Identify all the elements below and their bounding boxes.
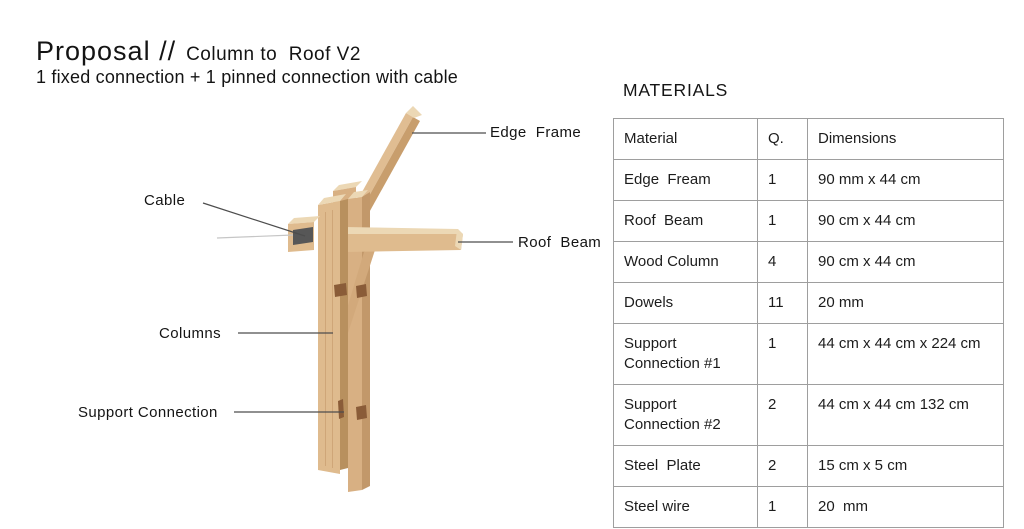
- quantity-column-header: Q.: [757, 118, 808, 160]
- roof-beam-end-cap: [455, 230, 463, 250]
- edge-frame-label: Edge Frame: [490, 124, 582, 141]
- dowel: [356, 405, 367, 420]
- dimensions-column-header: Dimensions: [807, 118, 1004, 160]
- columns-label: Columns: [159, 325, 221, 342]
- cable-wire: [216, 234, 294, 239]
- material-column-header: Material: [613, 118, 758, 160]
- material-cell: Edge Fream: [613, 159, 758, 201]
- table-row: Edge Fream 1 90 mm x 44 cm: [613, 159, 1004, 201]
- cable-block-top-face: [288, 216, 320, 224]
- title-sub: Column to Roof V2: [186, 44, 361, 65]
- roof-beam-label: Roof Beam: [518, 234, 602, 251]
- dimensions-cell: 90 cm x 44 cm: [807, 200, 1004, 242]
- material-cell: Roof Beam: [613, 200, 758, 242]
- materials-table-body: Edge Fream 1 90 mm x 44 cm Roof Beam 1 9…: [613, 159, 1004, 528]
- material-cell: Steel wire: [613, 486, 758, 528]
- material-cell: Steel Plate: [613, 445, 758, 487]
- dowel: [334, 283, 347, 297]
- dimensions-cell: 15 cm x 5 cm: [807, 445, 1004, 487]
- column-front-left-post: [318, 201, 340, 474]
- table-row: Steel wire 1 20 mm: [613, 486, 1004, 528]
- title-main: Proposal //: [36, 36, 177, 66]
- dowel: [338, 399, 344, 419]
- support-connection-label: Support Connection: [78, 404, 218, 421]
- quantity-cell: 1: [757, 486, 808, 528]
- table-row: Support Connection #1 1 44 cm x 44 cm x …: [613, 323, 1004, 385]
- dimensions-cell: 44 cm x 44 cm 132 cm: [807, 384, 1004, 446]
- steel-plate: [293, 227, 313, 245]
- materials-header-row: Material Q. Dimensions: [613, 118, 1004, 160]
- dimensions-cell: 44 cm x 44 cm x 224 cm: [807, 323, 1004, 385]
- dimensions-cell: 20 mm: [807, 282, 1004, 324]
- material-cell: Wood Column: [613, 241, 758, 283]
- quantity-cell: 2: [757, 445, 808, 487]
- dimensions-cell: 90 cm x 44 cm: [807, 241, 1004, 283]
- quantity-cell: 1: [757, 159, 808, 201]
- edge-frame-beam-tip-cap: [406, 106, 422, 118]
- column-back-post-cap: [333, 181, 362, 191]
- roof-beam-top-face: [344, 227, 463, 234]
- page-subtitle: 1 fixed connection + 1 pinned connection…: [36, 67, 458, 87]
- material-cell: Support Connection #1: [613, 323, 758, 385]
- dimensions-cell: 20 mm: [807, 486, 1004, 528]
- dimensions-cell: 90 mm x 44 cm: [807, 159, 1004, 201]
- column-right-post-cap: [348, 190, 368, 199]
- quantity-cell: 4: [757, 241, 808, 283]
- cable-label: Cable: [144, 192, 186, 209]
- materials-table: Material Q. Dimensions Edge Fream 1 90 m…: [613, 118, 1004, 528]
- column-left-post-cap: [318, 194, 346, 205]
- quantity-cell: 2: [757, 384, 808, 446]
- table-row: Steel Plate 2 15 cm x 5 cm: [613, 445, 1004, 487]
- materials-heading: MATERIALS: [623, 80, 729, 100]
- roof-beam-front-face: [346, 234, 463, 252]
- quantity-cell: 1: [757, 323, 808, 385]
- table-row: Wood Column 4 90 cm x 44 cm: [613, 241, 1004, 283]
- page-title: Proposal // Column to Roof V2: [36, 36, 361, 67]
- dowel: [356, 284, 367, 298]
- table-row: Dowels 11 20 mm: [613, 282, 1004, 324]
- table-row: Roof Beam 1 90 cm x 44 cm: [613, 200, 1004, 242]
- material-cell: Dowels: [613, 282, 758, 324]
- material-cell: Support Connection #2: [613, 384, 758, 446]
- leader-line-cable: [202, 202, 306, 237]
- quantity-cell: 1: [757, 200, 808, 242]
- table-row: Support Connection #2 2 44 cm x 44 cm 13…: [613, 384, 1004, 446]
- column-seam-gap: [340, 199, 348, 470]
- quantity-cell: 11: [757, 282, 808, 324]
